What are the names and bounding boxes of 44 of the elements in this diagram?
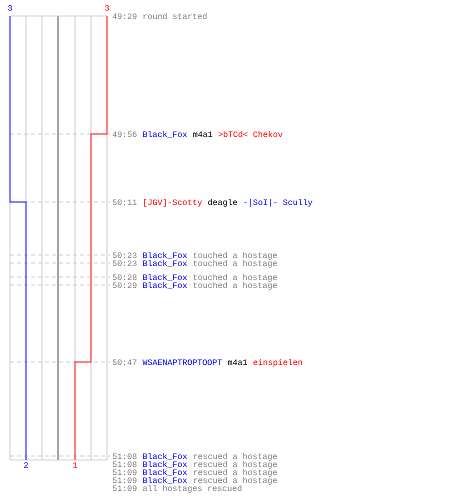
- log-text: touched a hostage: [194, 252, 277, 260]
- log-text: Black_Fox: [143, 453, 187, 460]
- log-text: [JGV]-Scotty: [144, 199, 202, 207]
- log-text: Black_Fox: [143, 252, 187, 259]
- log-time: 49:56: [112, 131, 137, 138]
- log-text: rescued a hostage: [194, 469, 277, 477]
- log-text: touched a hostage: [194, 282, 277, 290]
- log-text: touched a hostage: [194, 260, 277, 268]
- log-time: 50:29: [112, 282, 137, 288]
- log-text: rescued a hostage: [194, 453, 277, 461]
- log-time: 51:08: [112, 461, 137, 468]
- log-text: rescued a hostage: [194, 461, 277, 469]
- log-text: einspielen: [253, 359, 302, 367]
- log-text: Black_Fox: [143, 461, 187, 468]
- log-time: 51:09: [112, 485, 137, 492]
- log-text: Black_Fox: [143, 260, 187, 267]
- log-time: 50:28: [112, 274, 137, 280]
- log-text: rescued a hostage: [194, 477, 277, 485]
- log-time: 51:08: [112, 453, 137, 460]
- log-text: >bTCd< Chekov: [218, 131, 282, 138]
- log-time: 51:09: [112, 469, 137, 476]
- log-text: deagle: [208, 199, 238, 207]
- player-count: 2: [24, 462, 28, 468]
- log-time: 49:29: [112, 13, 137, 20]
- log-text: Black_Fox: [143, 282, 187, 289]
- log-time: 50:11: [112, 199, 137, 206]
- log-text: m4a1: [228, 360, 248, 366]
- log-text: m4a1: [193, 132, 212, 138]
- log-time: 50:23: [112, 260, 137, 266]
- log-text: WSAENAPTROPTOOPT: [142, 359, 222, 366]
- log-time: 50:23: [112, 252, 137, 258]
- log-text: all hostages rescued: [143, 485, 242, 493]
- player-count: 3: [105, 5, 109, 11]
- log-text: Black_Fox: [143, 274, 187, 281]
- log-text: touched a hostage: [194, 274, 277, 282]
- log-text: -|SoI|- Scully: [244, 199, 312, 207]
- log-text: Black_Fox: [143, 477, 187, 484]
- log-time: 51:09: [112, 477, 137, 484]
- log-text: Black_Fox: [143, 131, 187, 138]
- log-text: round started: [144, 13, 207, 20]
- player-count: 1: [73, 462, 78, 468]
- player-count: 3: [8, 5, 12, 11]
- log-time: 50:47: [112, 359, 136, 366]
- log-text: Black_Fox: [143, 469, 187, 476]
